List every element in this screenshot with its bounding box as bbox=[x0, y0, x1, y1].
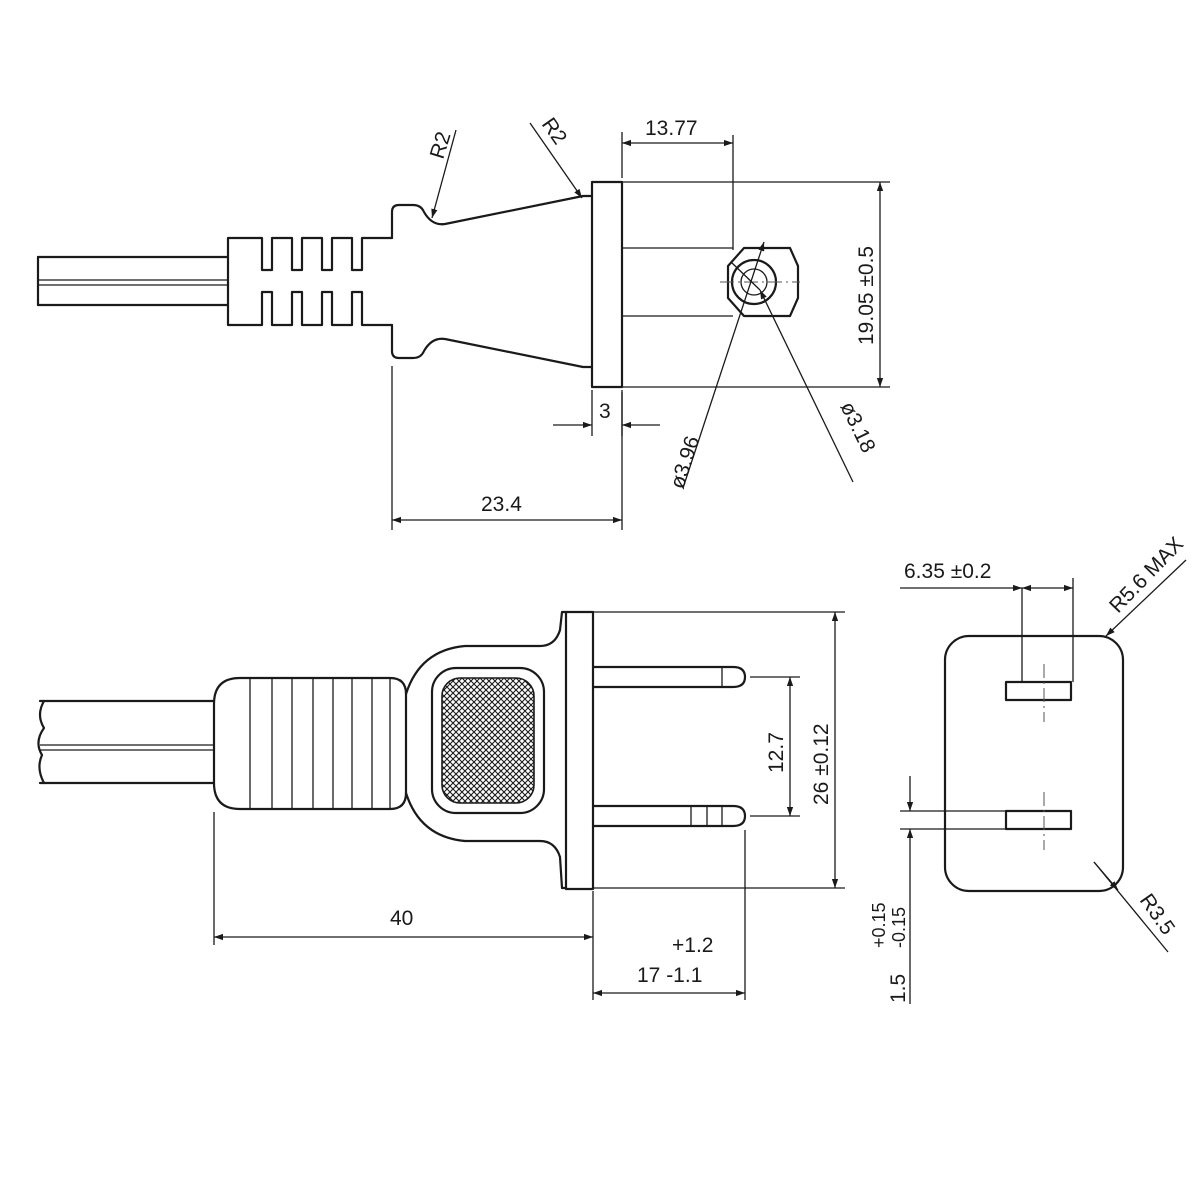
face-slot-lower bbox=[1004, 809, 1073, 831]
dim-19-05: 19.05 ±0.5 bbox=[855, 246, 878, 345]
top-plug-body bbox=[390, 194, 594, 369]
side-pin-lower bbox=[591, 804, 747, 828]
top-dimensions: R2 R2 13.77 19.05 ±0.5 3 ø3.96 ø3.18 23.… bbox=[391, 114, 890, 530]
dim-13-77: 13.77 bbox=[645, 117, 698, 140]
dim-dia-3-18: ø3.18 bbox=[836, 398, 880, 456]
side-view bbox=[37, 610, 747, 891]
dim-r3-5: R3.5 bbox=[1135, 890, 1179, 940]
top-cord bbox=[36, 255, 230, 307]
side-grip-pad bbox=[430, 666, 546, 815]
dim-17-upper: +1.2 bbox=[672, 934, 713, 957]
dim-tol-plus: +0.15 bbox=[869, 902, 889, 948]
side-dimensions: 12.7 26 ±0.12 40 +1.2 17 -1.1 bbox=[213, 611, 845, 1000]
dim-1-5: 1.5 bbox=[887, 974, 910, 1003]
face-view bbox=[943, 634, 1125, 893]
dim-3: 3 bbox=[599, 400, 611, 423]
side-flange bbox=[564, 610, 595, 891]
face-slot-upper bbox=[1004, 680, 1073, 702]
side-pin-upper bbox=[591, 665, 747, 689]
dim-dia-3-96: ø3.96 bbox=[666, 433, 704, 491]
dim-17: 17 -1.1 bbox=[637, 964, 702, 987]
dim-26: 26 ±0.12 bbox=[810, 723, 833, 805]
dim-tol-minus: -0.15 bbox=[889, 907, 909, 948]
dim-r2-left: R2 bbox=[426, 129, 456, 161]
dim-23-4: 23.4 bbox=[481, 493, 522, 516]
dim-r5-6: R5.6 MAX bbox=[1105, 533, 1188, 618]
dim-6-35: 6.35 ±0.2 bbox=[904, 560, 991, 583]
dim-r2-right: R2 bbox=[537, 114, 571, 149]
top-pin bbox=[622, 247, 733, 317]
side-plug-body bbox=[404, 610, 568, 890]
face-outline bbox=[943, 634, 1125, 893]
top-flange bbox=[590, 180, 624, 389]
face-dimensions: 6.35 ±0.2 R5.6 MAX R3.5 1.5 +0.15 -0.15 bbox=[869, 533, 1188, 1004]
top-strain-relief bbox=[226, 236, 394, 327]
top-pin-tip bbox=[720, 246, 800, 318]
top-view bbox=[36, 180, 800, 389]
dim-40: 40 bbox=[390, 907, 413, 930]
dim-12-7: 12.7 bbox=[765, 732, 788, 773]
side-strain-relief bbox=[212, 676, 408, 811]
side-cord bbox=[37, 699, 216, 785]
